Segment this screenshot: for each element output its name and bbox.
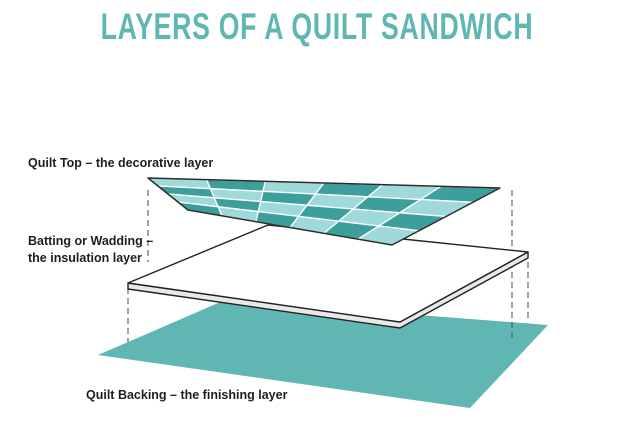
backing-label: Quilt Backing – the finishing layer xyxy=(86,388,288,402)
guide-lines xyxy=(127,190,529,342)
batting-label: Batting or Wadding – the insulation laye… xyxy=(28,233,153,267)
batting-label-line1: Batting or Wadding – xyxy=(28,234,154,248)
quilt-top-label: Quilt Top – the decorative layer xyxy=(28,156,214,170)
quilt-top-layer xyxy=(146,177,503,246)
page-title: LAYERS OF A QUILT SANDWICH xyxy=(100,6,534,47)
batting-label-line2: the insulation layer xyxy=(28,251,142,265)
quilt-backing-layer xyxy=(98,300,548,408)
batting-layer xyxy=(127,224,529,329)
quilt-top-border xyxy=(147,177,501,246)
batting-top-face xyxy=(127,224,529,323)
